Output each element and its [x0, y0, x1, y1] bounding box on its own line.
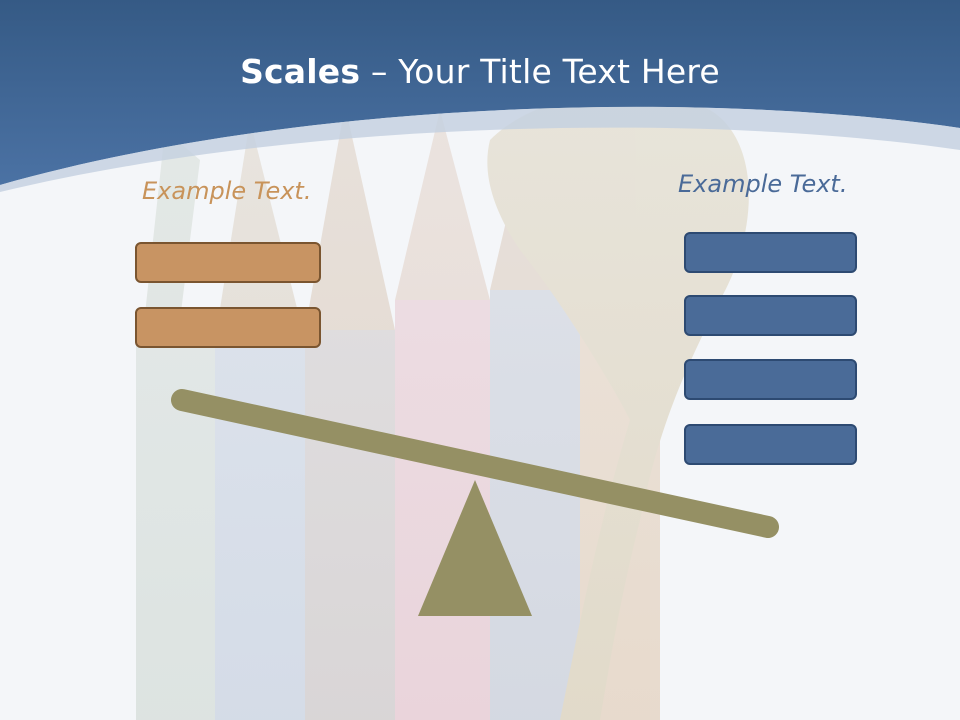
left-caption: Example Text. — [142, 177, 312, 205]
right-caption: Example Text. — [678, 170, 848, 198]
left-text-box-1[interactable] — [135, 242, 321, 283]
right-text-box-2[interactable] — [684, 295, 857, 336]
scale-fulcrum — [418, 480, 532, 616]
title-bold: Scales — [240, 52, 361, 91]
scale-beam — [171, 389, 779, 538]
left-text-box-2[interactable] — [135, 307, 321, 348]
title-rest: – Your Title Text Here — [360, 52, 720, 91]
right-text-box-4[interactable] — [684, 424, 857, 465]
right-text-box-3[interactable] — [684, 359, 857, 400]
slide-title: Scales – Your Title Text Here — [0, 52, 960, 91]
right-text-box-1[interactable] — [684, 232, 857, 273]
